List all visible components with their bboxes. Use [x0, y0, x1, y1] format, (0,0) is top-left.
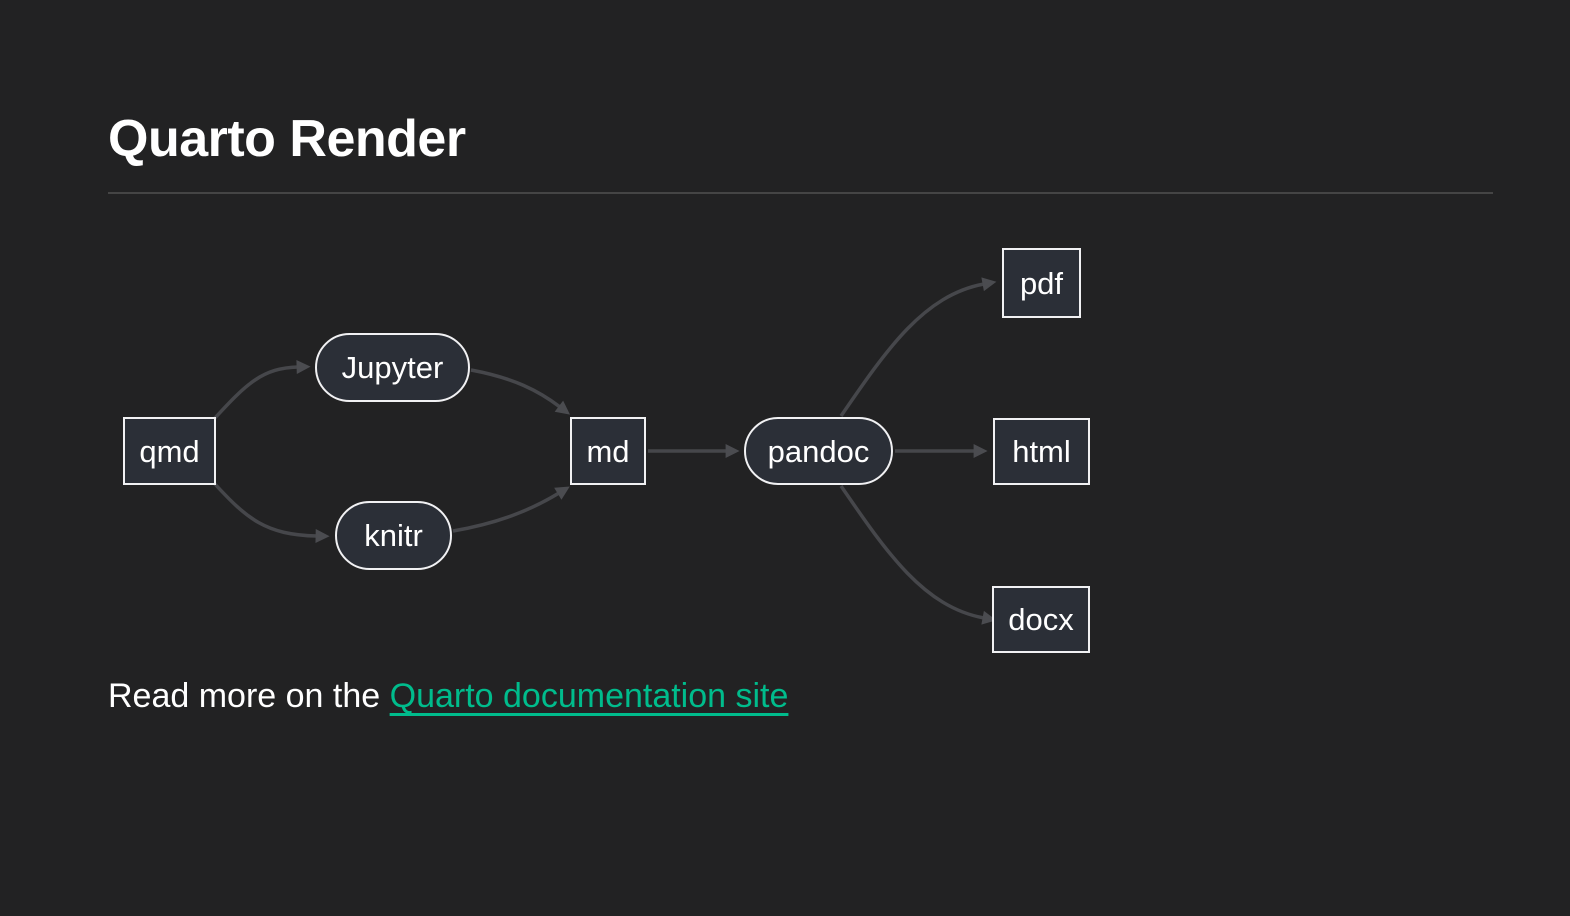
read-more-text: Read more on the Quarto documentation si…	[108, 674, 788, 718]
read-more-prefix: Read more on the	[108, 677, 390, 715]
node-jupyter: Jupyter	[315, 333, 470, 402]
edge-qmd-knitr	[212, 481, 330, 543]
node-md: md	[570, 417, 646, 485]
node-label-md: md	[586, 433, 630, 469]
edge-qmd-jupyter	[212, 360, 311, 421]
edge-knitr-md	[452, 486, 570, 533]
page-title: Quarto Render	[108, 110, 466, 168]
node-pandoc: pandoc	[744, 417, 893, 485]
node-knitr: knitr	[335, 501, 452, 570]
node-docx: docx	[992, 586, 1090, 653]
quarto-docs-link[interactable]: Quarto documentation site	[389, 677, 789, 715]
title-divider	[108, 192, 1493, 194]
node-label-knitr: knitr	[364, 518, 423, 553]
edge-jupyter-md	[470, 368, 571, 415]
node-label-qmd: qmd	[139, 433, 200, 469]
node-pdf: pdf	[1002, 248, 1081, 318]
edge-pandoc-docx	[839, 485, 997, 625]
node-label-jupyter: Jupyter	[341, 350, 444, 385]
node-label-pandoc: pandoc	[767, 433, 870, 469]
node-label-pdf: pdf	[1019, 265, 1064, 301]
node-label-docx: docx	[1008, 602, 1074, 637]
node-label-html: html	[1012, 434, 1071, 469]
edge-pandoc-pdf	[839, 277, 997, 417]
node-qmd: qmd	[123, 417, 216, 485]
node-html: html	[993, 418, 1090, 485]
